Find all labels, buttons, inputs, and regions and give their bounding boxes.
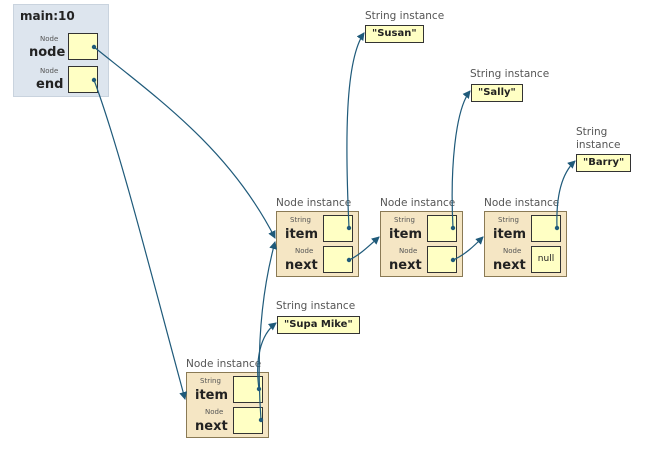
field-name-item: item — [195, 388, 229, 403]
node-instance-4[interactable]: String item Node next — [186, 372, 269, 438]
field-type: String — [200, 377, 221, 385]
frame-title: main:10 — [20, 9, 75, 23]
pointer-dot — [346, 225, 352, 231]
var-name-node: node — [29, 45, 66, 60]
field-type: Node — [295, 247, 314, 255]
arrow-node2-next-to-node3 — [452, 236, 484, 261]
node-instance-label: Node instance — [484, 197, 560, 209]
string-instance-label: String instance — [576, 126, 621, 151]
next-slot[interactable] — [233, 407, 263, 434]
pointer-dot — [450, 257, 456, 263]
field-name-next: next — [195, 419, 228, 434]
pointer-dot — [346, 257, 352, 263]
string-instance-label: String instance — [470, 68, 550, 80]
node-instance-label: Node instance — [276, 197, 352, 209]
stack-frame: main:10 Node node Node end — [13, 4, 109, 97]
var-name-end: end — [36, 77, 64, 92]
var-type: Node — [40, 35, 59, 43]
field-name-item: item — [493, 227, 527, 242]
string-instance-label: String instance — [365, 10, 445, 22]
field-type: Node — [503, 247, 522, 255]
arrow-end-to-node4 — [93, 79, 188, 400]
string-sally[interactable]: "Sally" — [471, 84, 523, 102]
field-type: String — [394, 216, 415, 224]
next-null-slot[interactable]: null — [531, 246, 561, 273]
string-supa-mike[interactable]: "Supa Mike" — [277, 316, 360, 334]
string-susan[interactable]: "Susan" — [365, 25, 424, 43]
arrow-node2-item-to-sally — [451, 90, 471, 229]
node-instance-2[interactable]: String item Node next — [380, 211, 463, 277]
arrow-node1-next-to-node2 — [348, 236, 380, 261]
arrow-node4-next-to-node1 — [258, 241, 278, 421]
field-type: Node — [399, 247, 418, 255]
string-barry[interactable]: "Barry" — [576, 154, 632, 172]
node-instance-3[interactable]: String item Node next null — [484, 211, 567, 277]
pointer-dot — [450, 225, 456, 231]
field-type: String — [290, 216, 311, 224]
field-name-next: next — [389, 258, 422, 273]
arrow-node3-item-to-barry — [556, 160, 576, 229]
field-type: String — [498, 216, 519, 224]
arrow-node-to-node1 — [93, 46, 276, 239]
arrow-node1-item-to-susan — [346, 32, 365, 229]
node-instance-label: Node instance — [380, 197, 456, 209]
var-type: Node — [40, 67, 59, 75]
field-name-item: item — [389, 227, 423, 242]
field-name-item: item — [285, 227, 319, 242]
string-instance-label: String instance — [276, 300, 356, 312]
pointer-dot — [91, 77, 97, 83]
node-instance-label: Node instance — [186, 358, 262, 370]
pointer-dot — [258, 417, 264, 423]
pointer-dot — [91, 44, 97, 50]
field-name-next: next — [285, 258, 318, 273]
item-slot[interactable] — [323, 215, 353, 242]
field-type: Node — [205, 408, 224, 416]
pointer-dot — [554, 225, 560, 231]
field-name-next: next — [493, 258, 526, 273]
pointer-dot — [256, 386, 262, 392]
